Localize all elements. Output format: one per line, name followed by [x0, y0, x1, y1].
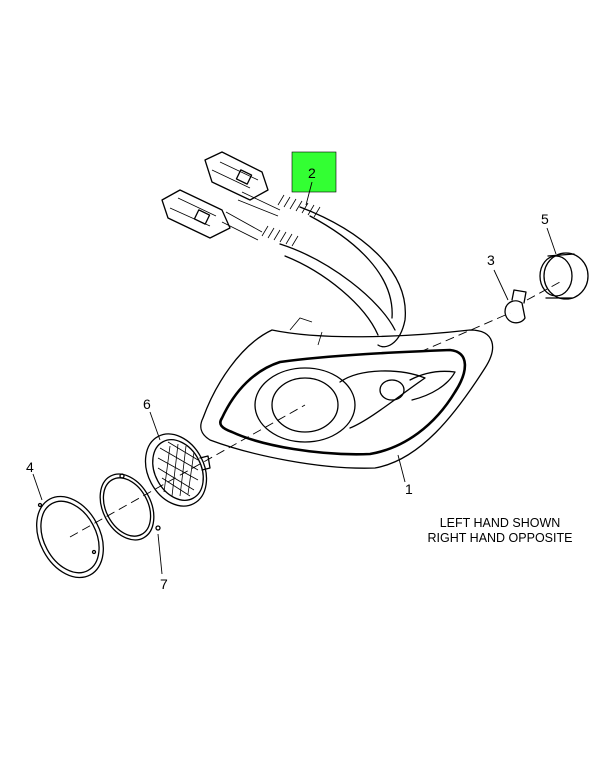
retaining-ring	[99, 473, 161, 541]
bezel-ring	[36, 495, 104, 579]
callout-3: 3	[487, 252, 495, 268]
headlamp-housing	[200, 317, 494, 469]
callout-5: 5	[541, 211, 549, 227]
bulb	[504, 289, 527, 324]
callout-4: 4	[26, 459, 34, 475]
sealed-beam	[144, 433, 211, 507]
assembly-axis	[69, 404, 306, 538]
leader-lines	[32, 181, 557, 575]
note-line-1: LEFT HAND SHOWN	[439, 516, 561, 530]
wiring-harness	[161, 151, 406, 348]
dust-cap	[539, 252, 589, 300]
callout-1: 1	[405, 481, 413, 497]
callout-2: 2	[308, 165, 316, 181]
callout-2-highlight	[291, 151, 337, 193]
note-line-2: RIGHT HAND OPPOSITE	[427, 531, 573, 545]
bulb-axis	[419, 281, 561, 353]
callout-7: 7	[160, 576, 168, 592]
callout-6: 6	[143, 396, 151, 412]
orientation-note: LEFT HAND SHOWN RIGHT HAND OPPOSITE	[410, 516, 590, 546]
